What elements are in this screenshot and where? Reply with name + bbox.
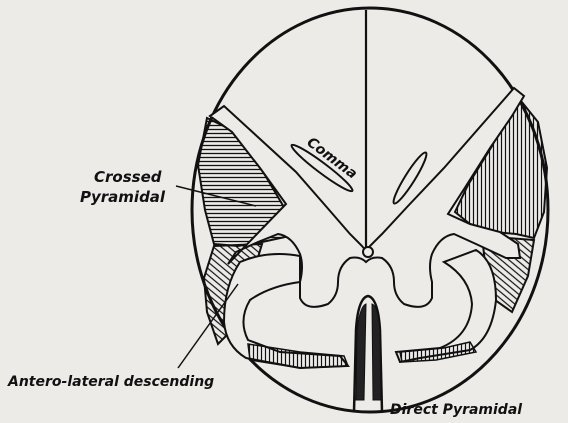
- label-antero-lateral: Antero-lateral descending: [7, 374, 214, 390]
- left-anterior-band: [248, 344, 348, 368]
- label-direct-pyramidal: Direct Pyramidal: [390, 402, 522, 418]
- label-crossed-line2: Pyramidal: [80, 188, 166, 206]
- central-canal: [363, 247, 373, 257]
- right-anterior-band: [400, 342, 476, 362]
- label-crossed-line1: Crossed: [94, 168, 162, 186]
